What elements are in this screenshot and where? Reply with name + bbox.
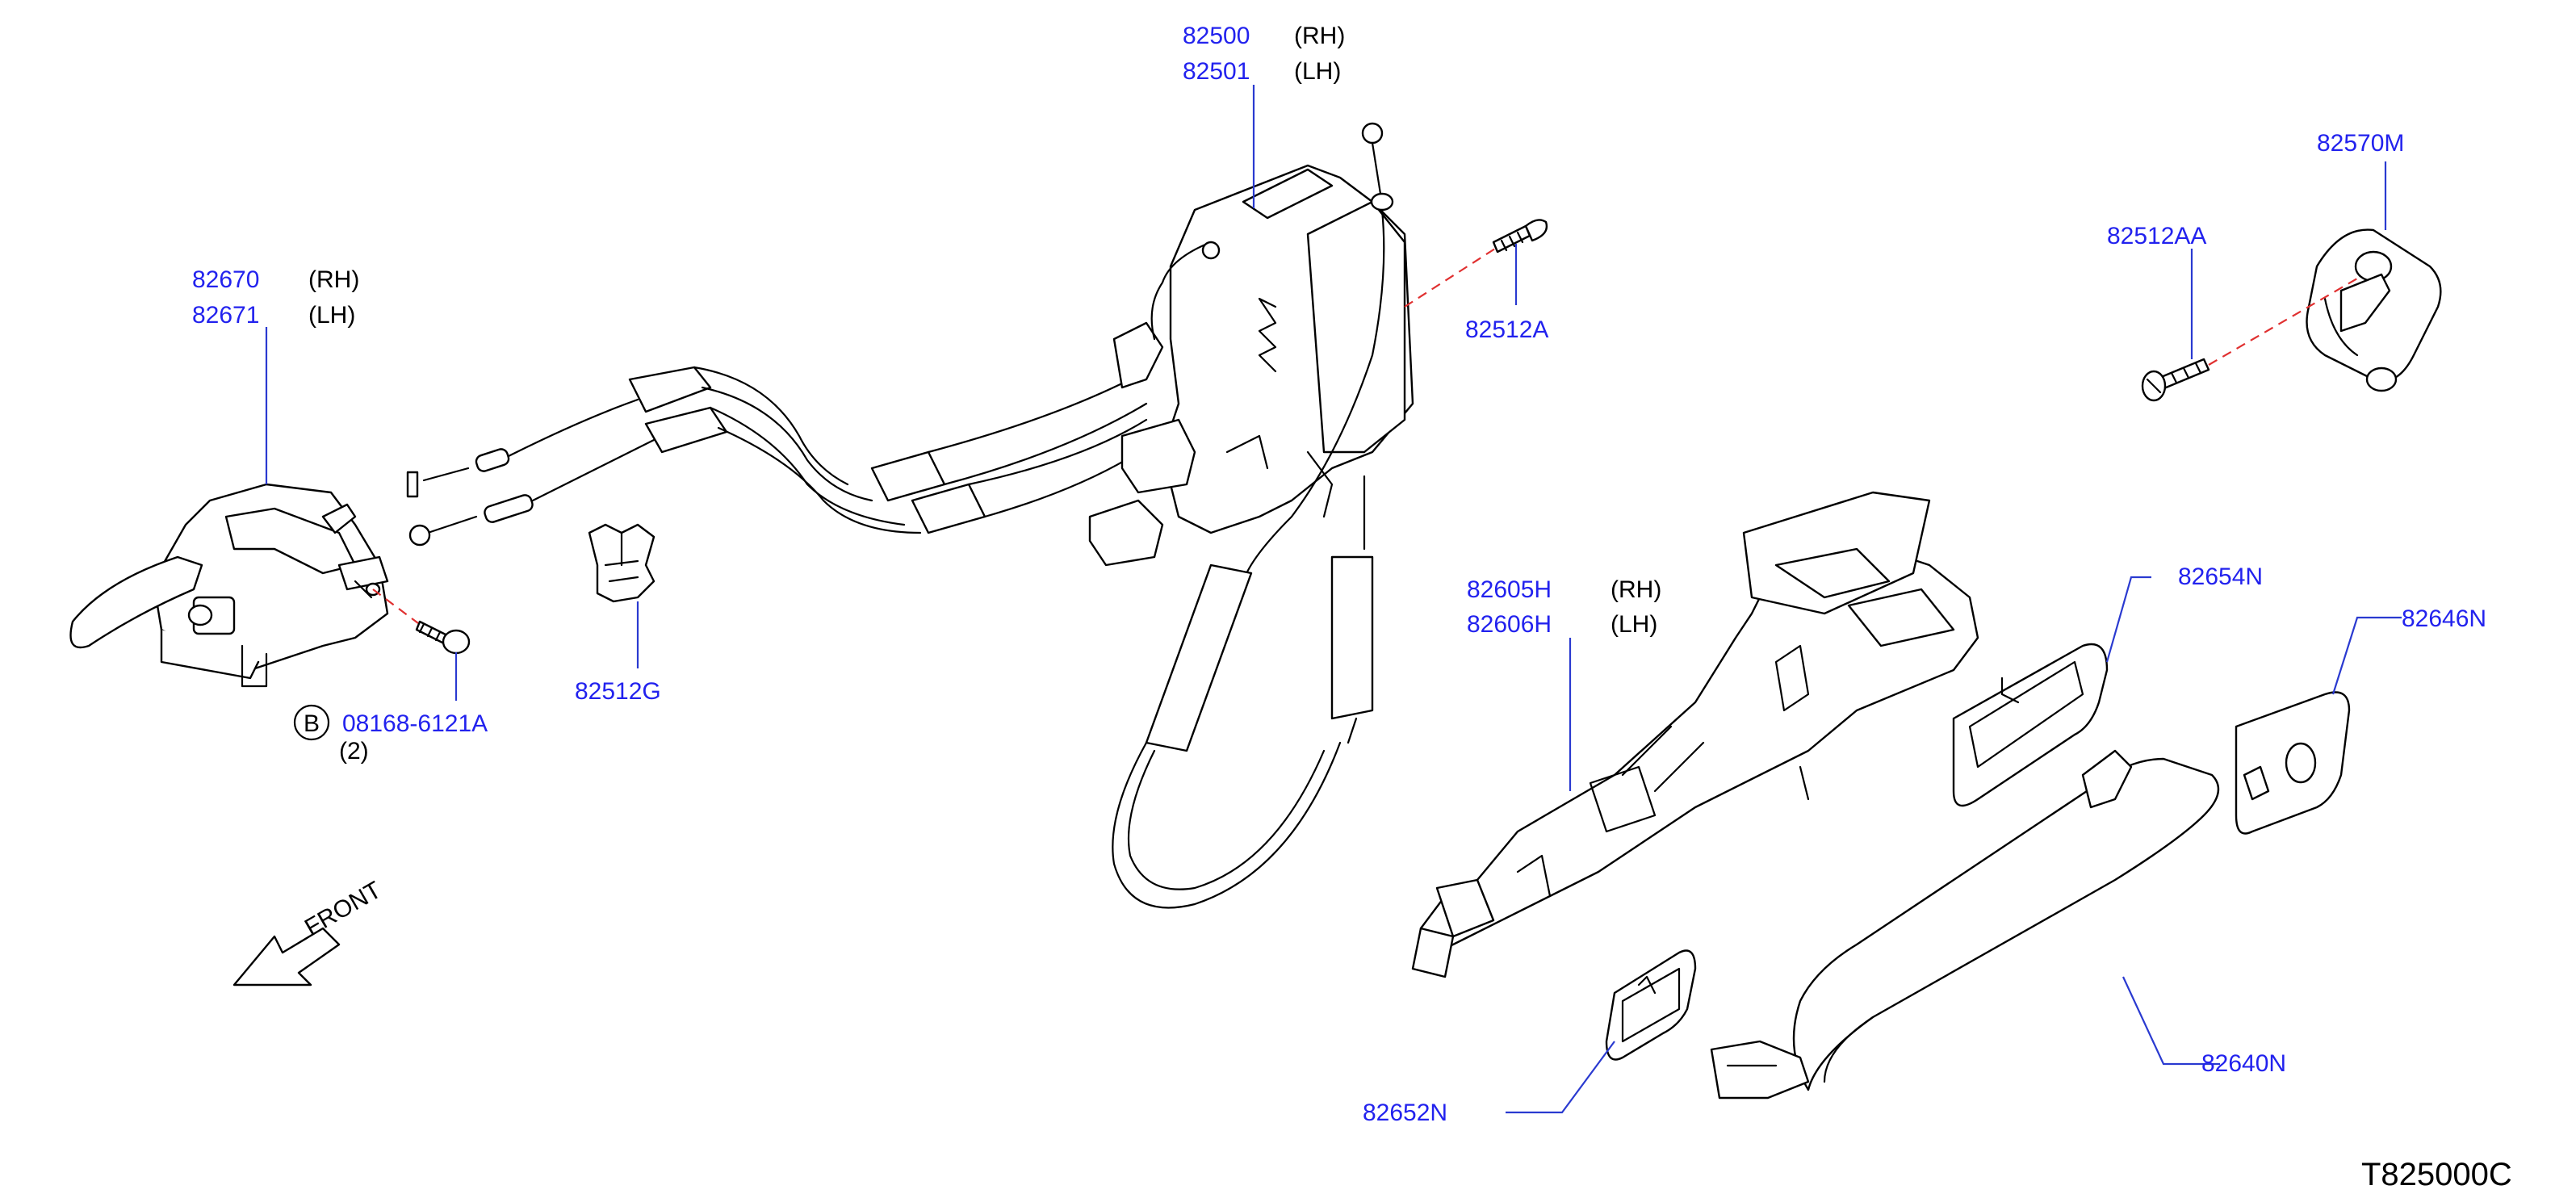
bolt-drawing [372, 589, 471, 655]
escutcheon-drawing [2235, 691, 2351, 835]
door-lock-drawing [1088, 164, 1414, 567]
lock-screw-drawing [1404, 219, 1548, 308]
side-rh-label: (RH) [308, 266, 359, 293]
part-number-82606H[interactable]: 82606H [1467, 611, 1552, 638]
outside-bracket-drawing [1411, 491, 1979, 978]
bolt-badge-letter: B [304, 710, 320, 737]
part-number-82512AA[interactable]: 82512AA [2107, 223, 2206, 249]
bolt-badge-circle [293, 704, 330, 741]
side-lh-label: (LH) [1294, 58, 1341, 85]
label-bolt[interactable]: B 08168-6121A (2) [293, 704, 488, 764]
outside-handle-drawing [1710, 749, 2220, 1100]
part-number-82640N[interactable]: 82640N [2201, 1050, 2286, 1077]
part-number-82605H[interactable]: 82605H [1467, 576, 1552, 603]
part-number-82570M[interactable]: 82570M [2317, 130, 2404, 157]
side-lh-label: (LH) [1611, 611, 1657, 638]
part-number-82654N[interactable]: 82654N [2178, 563, 2263, 590]
inside-handle-cables [406, 321, 1164, 547]
part-number-82670[interactable]: 82670 [192, 266, 259, 293]
part-number-82501[interactable]: 82501 [1183, 58, 1250, 85]
striker-screw-drawing [2141, 358, 2210, 402]
part-number-82671[interactable]: 82671 [192, 302, 259, 329]
label-inside-handle[interactable]: 82670 (RH) 82671 (LH) [192, 266, 359, 329]
side-rh-label: (RH) [1294, 23, 1345, 49]
front-label: FRONT [300, 877, 386, 941]
diagram-reference-code: T825000C [2361, 1157, 2512, 1192]
leader-lines [265, 85, 2402, 1114]
part-number-82500[interactable]: 82500 [1183, 23, 1250, 49]
part-number-82512G[interactable]: 82512G [575, 678, 661, 705]
label-outside-bracket[interactable]: 82605H (RH) 82606H (LH) [1467, 576, 1661, 638]
part-number-82652N[interactable]: 82652N [1363, 1100, 1447, 1126]
clip-drawing [588, 523, 656, 603]
lock-rod-drawing [1112, 122, 1394, 909]
bolt-quantity: (2) [339, 738, 369, 764]
side-lh-label: (LH) [308, 302, 355, 329]
label-door-lock[interactable]: 82500 (RH) 82501 (LH) [1183, 23, 1345, 85]
part-number-82646N[interactable]: 82646N [2402, 605, 2486, 632]
part-number-82512A[interactable]: 82512A [1465, 316, 1548, 343]
front-arrow: FRONT [232, 877, 386, 986]
inside-handle-drawing [69, 483, 389, 688]
striker-drawing [2208, 228, 2442, 392]
side-rh-label: (RH) [1611, 576, 1661, 603]
part-number-08168-6121A[interactable]: 08168-6121A [342, 710, 488, 737]
gasket-rear-drawing [1952, 643, 2109, 807]
gasket-front-drawing [1605, 949, 1697, 1061]
